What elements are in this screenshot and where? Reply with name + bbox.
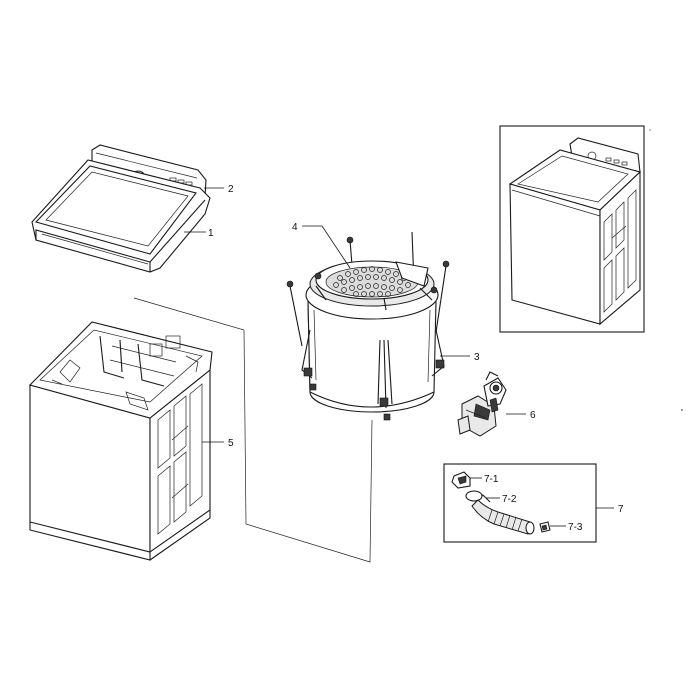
tub-assembly — [286, 231, 450, 421]
label-part-3: 3 — [474, 352, 480, 363]
label-part-7: 7 — [618, 504, 624, 515]
label-part-6: 6 — [530, 410, 536, 421]
cabinet-assembly — [28, 321, 213, 561]
stray-dot — [681, 409, 683, 411]
label-part-7-1: 7-1 — [484, 474, 499, 485]
hose-kit-box — [443, 463, 597, 543]
label-part-5: 5 — [228, 438, 234, 449]
label-part-7-2: 7-2 — [502, 494, 517, 505]
label-part-2: 2 — [228, 184, 234, 195]
assembled-washer-thumbnail — [499, 125, 645, 333]
label-part-4: 4 — [292, 222, 298, 233]
drain-pump — [457, 371, 507, 437]
stray-dot — [649, 129, 651, 131]
label-part-1: 1 — [208, 228, 214, 239]
top-cover-assembly — [31, 144, 211, 273]
label-part-7-3: 7-3 — [568, 522, 583, 533]
leader-4 — [302, 225, 351, 269]
assembly-guide-line — [133, 297, 373, 563]
